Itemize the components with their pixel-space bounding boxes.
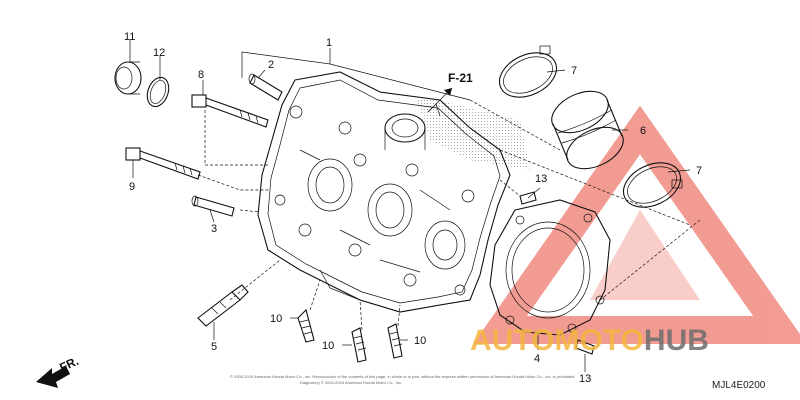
stud-bolt-a	[297, 308, 315, 343]
callout-7-lower: 7	[696, 165, 702, 177]
callout-11: 11	[124, 31, 135, 43]
leader-lines	[129, 40, 701, 372]
stud-bolt-c	[387, 323, 403, 359]
spark-plug	[197, 284, 249, 327]
copyright-text: © 2000-2024 American Honda Motor Co., In…	[230, 374, 575, 379]
reference-arrow: F-21	[427, 71, 473, 113]
watermark-part-1: AUTO	[470, 324, 554, 357]
callout-12: 12	[153, 47, 165, 59]
stud-bolt-b	[351, 327, 367, 363]
front-direction-arrow-icon: FR.	[36, 354, 81, 388]
watermark-part-2: MOTO	[554, 324, 643, 357]
callout-7-upper: 7	[571, 65, 577, 77]
dowel-pin-3	[191, 195, 235, 217]
o-ring	[146, 76, 170, 108]
callout-10-left: 10	[270, 313, 282, 325]
cap	[114, 61, 142, 95]
copyright-text-line2: Diagram(s) © 2000-2024 American Honda Mo…	[300, 380, 402, 385]
watermark-triangle-icon	[473, 105, 800, 344]
dowel-pin-2	[248, 73, 283, 101]
callout-3: 3	[211, 223, 217, 235]
callout-10-right: 10	[414, 335, 426, 347]
bolt-9	[125, 147, 201, 180]
front-direction-label: FR.	[57, 354, 80, 375]
band-clip-lower	[622, 162, 683, 208]
bolt-8	[191, 94, 269, 128]
reference-label: F-21	[448, 71, 473, 85]
dowel-pin-13-upper	[519, 191, 537, 205]
callout-2: 2	[268, 59, 274, 71]
callout-4: 4	[534, 353, 540, 365]
callout-1: 1	[326, 37, 332, 49]
watermark-part-3: HUB	[644, 324, 709, 357]
drawing-code: MJL4E0200	[712, 380, 766, 391]
callout-5: 5	[211, 341, 217, 353]
band-clip-upper	[498, 45, 558, 98]
dowel-pin-13-lower	[575, 339, 595, 355]
callout-8: 8	[198, 69, 204, 81]
cylinder-head	[257, 71, 530, 313]
head-gasket	[489, 199, 611, 336]
callout-13-upper: 13	[535, 173, 547, 185]
callout-9: 9	[129, 181, 135, 193]
svg-text:AUTOMOTOHUB: AUTOMOTOHUB	[470, 324, 709, 357]
watermark-logo: AUTOMOTOHUB	[470, 324, 709, 357]
callout-6: 6	[640, 125, 646, 137]
callout-10-middle: 10	[322, 340, 334, 352]
callout-13-lower: 13	[579, 373, 591, 385]
